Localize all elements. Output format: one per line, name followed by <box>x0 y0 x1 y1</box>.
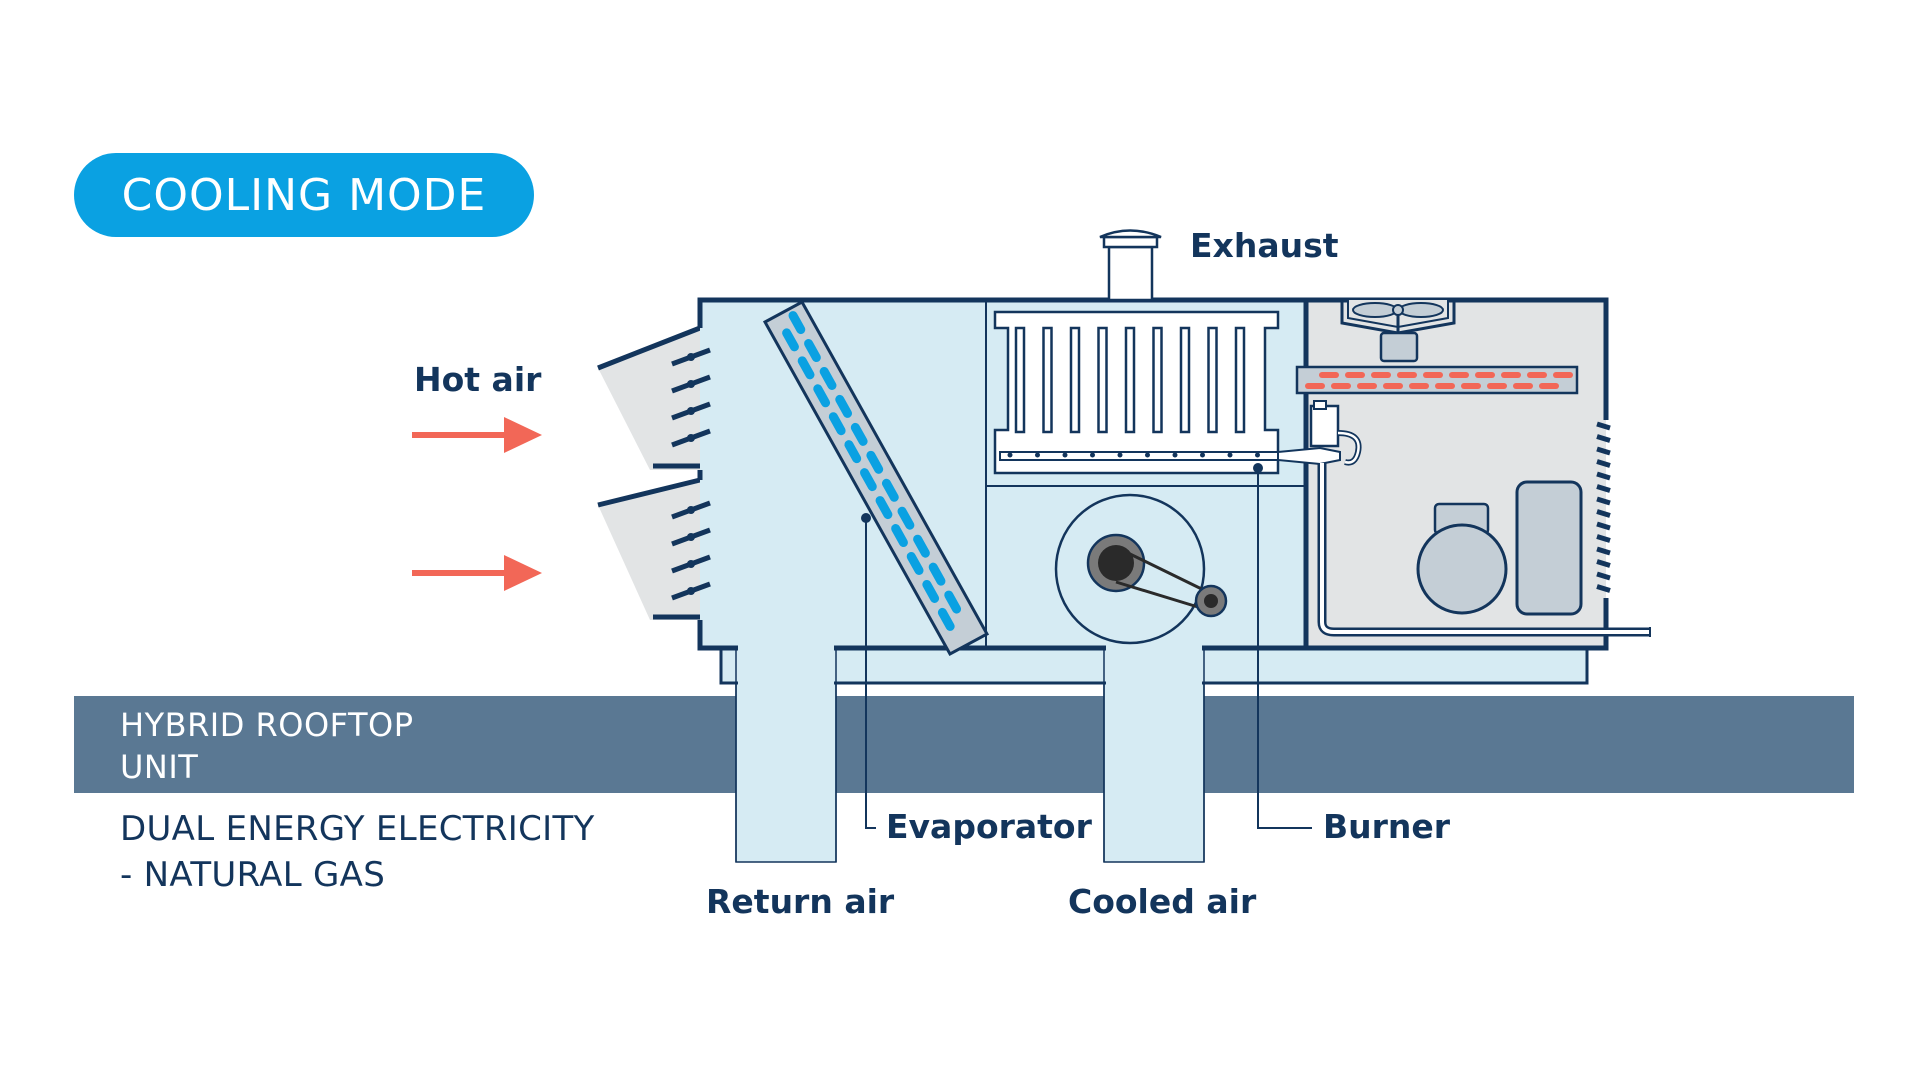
hx-fin <box>1124 326 1136 434</box>
unit-subtitle-line1: DUAL ENERGY ELECTRICITY <box>120 809 595 849</box>
coil-dash <box>875 496 893 520</box>
burner-port <box>1145 452 1150 458</box>
burner-leader <box>1253 463 1312 829</box>
exhaust-stack-icon <box>1099 229 1162 302</box>
burner-label: Burner <box>1323 807 1451 846</box>
louver-slat <box>1596 484 1611 493</box>
louver-slat <box>1596 546 1611 556</box>
unit-subtitle: DUAL ENERGY ELECTRICITY - NATURAL GAS <box>120 806 595 898</box>
coil-dash <box>844 440 862 464</box>
hx-fin <box>1014 326 1026 434</box>
louver-slat <box>1596 521 1611 531</box>
burner-port <box>1255 452 1260 458</box>
louver-slat <box>1596 421 1611 431</box>
evaporator-leader <box>861 513 876 829</box>
return-air-label: Return air <box>706 882 895 921</box>
hot-air-label: Hot air <box>414 360 542 399</box>
hx-fin <box>1234 326 1246 434</box>
louver-slat <box>1596 459 1611 468</box>
coil-dash <box>788 311 806 335</box>
louver-slat <box>1596 434 1611 443</box>
coil-dash <box>928 562 946 586</box>
louver-slat <box>1596 571 1611 581</box>
coil-dash <box>804 339 821 363</box>
damper-pivot <box>687 353 695 361</box>
cooled-air-label: Cooled air <box>1068 882 1257 921</box>
burner-port <box>1090 452 1095 458</box>
unit-subtitle-line2: - NATURAL GAS <box>120 855 386 895</box>
damper-pivot <box>687 560 695 568</box>
damper-pivot <box>687 506 695 514</box>
coil-dash <box>881 478 899 502</box>
hx-fin <box>1042 326 1053 434</box>
hx-fin <box>1179 326 1191 434</box>
burner-port <box>1035 452 1040 458</box>
coil-dash <box>866 450 884 474</box>
condenser-coil <box>1295 365 1579 395</box>
damper-pivot <box>687 533 695 541</box>
side-louvers <box>1596 421 1611 593</box>
louver-slat <box>1596 584 1611 593</box>
damper-blades <box>671 347 711 601</box>
louver-slat <box>1596 496 1611 506</box>
louver-slat <box>1596 471 1611 481</box>
louver-slat <box>1596 446 1611 456</box>
unit-title-line1: HYBRID ROOFTOP <box>120 706 414 744</box>
hot-air-arrow-icon <box>412 417 542 453</box>
coil-dash <box>850 422 868 446</box>
roof-band <box>74 696 1854 793</box>
damper-pivot <box>687 587 695 595</box>
coil-dash <box>813 384 831 408</box>
evaporator-coil <box>762 299 990 657</box>
damper-pivot <box>687 434 695 442</box>
blower-icon <box>1054 493 1228 645</box>
coil-dash <box>819 366 837 390</box>
hot-air-arrow-icon <box>412 555 542 591</box>
hx-fin <box>1097 326 1108 434</box>
hx-fin <box>1207 326 1218 434</box>
hx-fin <box>1152 326 1163 434</box>
evaporator-label: Evaporator <box>886 807 1092 846</box>
coil-dash <box>937 607 955 631</box>
condenser-fan-icon <box>1340 300 1456 363</box>
burner-port <box>1117 452 1123 458</box>
louver-slat <box>1596 509 1611 518</box>
burner-port <box>1062 452 1068 458</box>
burner-port <box>1227 452 1233 458</box>
coil-dash <box>828 412 846 436</box>
cooling-mode-badge: COOLING MODE <box>74 153 534 237</box>
hx-fin <box>1069 326 1081 434</box>
coil-dash <box>897 506 915 530</box>
coil-dash <box>906 552 924 575</box>
burner-port <box>1172 452 1178 458</box>
coil-dash <box>797 356 815 380</box>
unit-title: HYBRID ROOFTOP UNIT <box>120 704 414 788</box>
louver-slat <box>1596 534 1611 543</box>
damper-pivot <box>687 407 695 415</box>
coil-dash <box>835 394 853 418</box>
gas-valve-icon <box>1277 400 1651 637</box>
coil-dash <box>782 328 799 352</box>
coil-dash <box>860 468 877 492</box>
coil-dash <box>913 534 930 558</box>
unit-title-line2: UNIT <box>120 748 199 786</box>
coil-dash <box>922 579 940 603</box>
burner-port <box>1200 452 1205 458</box>
exhaust-label: Exhaust <box>1190 226 1339 265</box>
inlet-hoods <box>597 325 701 620</box>
burner-port <box>1007 452 1013 458</box>
coil-dash <box>891 524 908 548</box>
heat-exchanger <box>993 310 1291 475</box>
damper-pivot <box>687 380 695 388</box>
compressor-icon <box>1416 480 1583 616</box>
coil-dash <box>944 590 962 614</box>
louver-slat <box>1596 559 1611 568</box>
